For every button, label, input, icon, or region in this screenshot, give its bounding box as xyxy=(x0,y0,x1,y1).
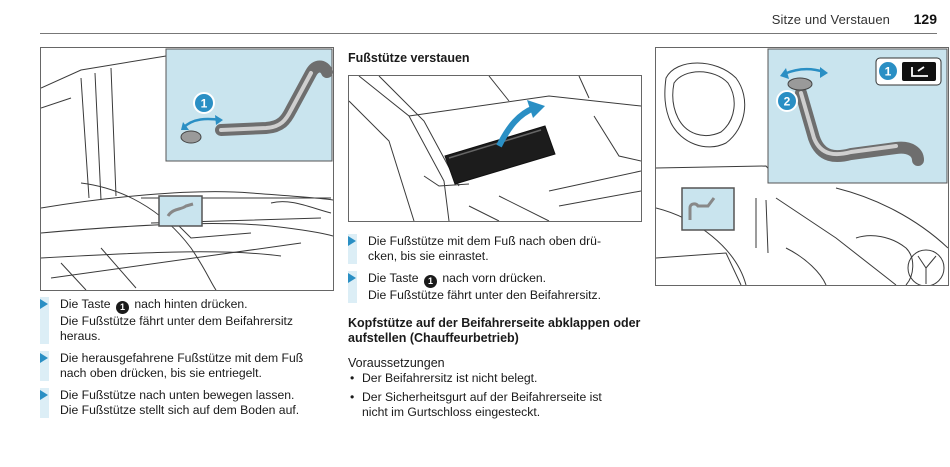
figure-headrest-button-illustration: 2 1 xyxy=(656,48,948,285)
step-bar xyxy=(40,297,49,344)
step-arrow-icon xyxy=(40,390,48,400)
header-title: Sitze und Verstauen xyxy=(771,12,890,27)
step-text-line: Die herausgefahrene Fußstütze mit dem Fu… xyxy=(60,351,304,365)
instruction-step: Die Fußstütze nach unten bewegen lassen.… xyxy=(40,388,340,418)
instruction-step: Die Fußstütze mit dem Fuß nach oben drü-… xyxy=(348,234,648,264)
prerequisite-text-line: Der Sicherheitsgurt auf der Beifahrersei… xyxy=(362,390,602,404)
middle-column: Fußstütze verstauen xyxy=(348,51,648,66)
headrest-heading-line-2: aufstellen (Chauffeurbetrieb) xyxy=(348,331,519,345)
prerequisite-text-line: nicht im Gurtschloss eingesteckt. xyxy=(362,405,541,419)
callout-1-badge: 1 xyxy=(115,301,129,314)
callout-2-label: 2 xyxy=(784,95,791,109)
figure-footrest-button-illustration: 1 xyxy=(41,48,333,290)
headrest-button-icon xyxy=(787,77,813,91)
step-text-line: Die Fußstütze fährt unter den Beifahrers… xyxy=(368,288,602,302)
headrest-heading-line-1: Kopfstütze auf der Beifahrerseite abklap… xyxy=(348,316,641,330)
prerequisite-item: • Der Sicherheitsgurt auf der Beifahrerse… xyxy=(348,390,648,420)
instruction-step: Die Taste 1 nach hinten drücken.Die Fußs… xyxy=(40,297,340,344)
step-arrow-icon xyxy=(40,353,48,363)
callout-1-badge xyxy=(193,92,215,114)
header-rule xyxy=(40,33,937,34)
step-arrow-icon xyxy=(348,273,356,283)
step-bar xyxy=(40,351,49,381)
figure-headrest-button: 2 1 xyxy=(655,47,949,286)
step-text-line: cken, bis sie einrastet. xyxy=(368,249,489,263)
left-steps: Die Taste 1 nach hinten drücken.Die Fußs… xyxy=(40,297,340,418)
figure-footrest-stow-illustration xyxy=(349,76,641,221)
page-number: 129 xyxy=(913,11,937,27)
step-bar xyxy=(348,234,357,264)
footrest-button-icon xyxy=(180,130,202,144)
step-text-line: Die Fußstütze stellt sich auf dem Boden … xyxy=(60,403,300,417)
middle-steps: Die Fußstütze mit dem Fuß nach oben drü-… xyxy=(348,234,648,303)
step-bar xyxy=(40,388,49,418)
step-arrow-icon xyxy=(40,299,48,309)
callout-2-badge xyxy=(776,90,798,112)
headrest-switch-icon xyxy=(902,62,936,81)
page-header: Sitze und Verstauen 129 xyxy=(0,0,950,34)
left-column: Die Taste 1 nach hinten drücken.Die Fußs… xyxy=(40,297,340,425)
callout-1-badge: 1 xyxy=(423,275,437,288)
prerequisites-label: Voraussetzungen xyxy=(348,356,445,370)
step-arrow-icon xyxy=(348,236,356,246)
prerequisite-text-line: Der Beifahrersitz ist nicht belegt. xyxy=(362,371,538,385)
headrest-heading: Kopfstütze auf der Beifahrerseite abklap… xyxy=(348,316,648,346)
figure-footrest-button: 1 xyxy=(40,47,334,291)
detail-inset xyxy=(165,48,333,162)
step-text-line: Die Taste 1 nach hinten drücken. xyxy=(60,297,248,314)
step-text-line: Die Fußstütze fährt unter dem Beifahrers… xyxy=(60,314,294,328)
middle-column-body: Die Fußstütze mit dem Fuß nach oben drü-… xyxy=(348,234,648,424)
step-text-line: Die Fußstütze mit dem Fuß nach oben drü- xyxy=(368,234,602,248)
highlight-box xyxy=(158,195,203,227)
step-text-line: heraus. xyxy=(60,329,101,343)
prerequisite-item: • Der Beifahrersitz ist nicht belegt. xyxy=(348,371,648,386)
callout-1-label: 1 xyxy=(201,97,208,111)
step-text-line: Die Taste 1 nach vorn drücken. xyxy=(368,271,547,288)
section-title-footrest-stow: Fußstütze verstauen xyxy=(348,51,470,65)
step-text-line: Die Fußstütze nach unten bewegen lassen. xyxy=(60,388,295,402)
prerequisites-list: • Der Beifahrersitz ist nicht belegt. • Der… xyxy=(348,371,648,420)
instruction-step: Die herausgefahrene Fußstütze mit dem Fu… xyxy=(40,351,340,381)
callout-1-badge xyxy=(877,60,899,82)
bullet-icon: • xyxy=(350,371,355,385)
callout-1-label: 1 xyxy=(885,65,892,79)
bullet-icon: • xyxy=(350,390,355,404)
figure-footrest-stow xyxy=(348,75,642,222)
step-text-line: nach oben drücken, bis sie entriegelt. xyxy=(60,366,262,380)
instruction-step: Die Taste 1 nach vorn drücken.Die Fußstü… xyxy=(348,271,648,303)
step-bar xyxy=(348,271,357,303)
